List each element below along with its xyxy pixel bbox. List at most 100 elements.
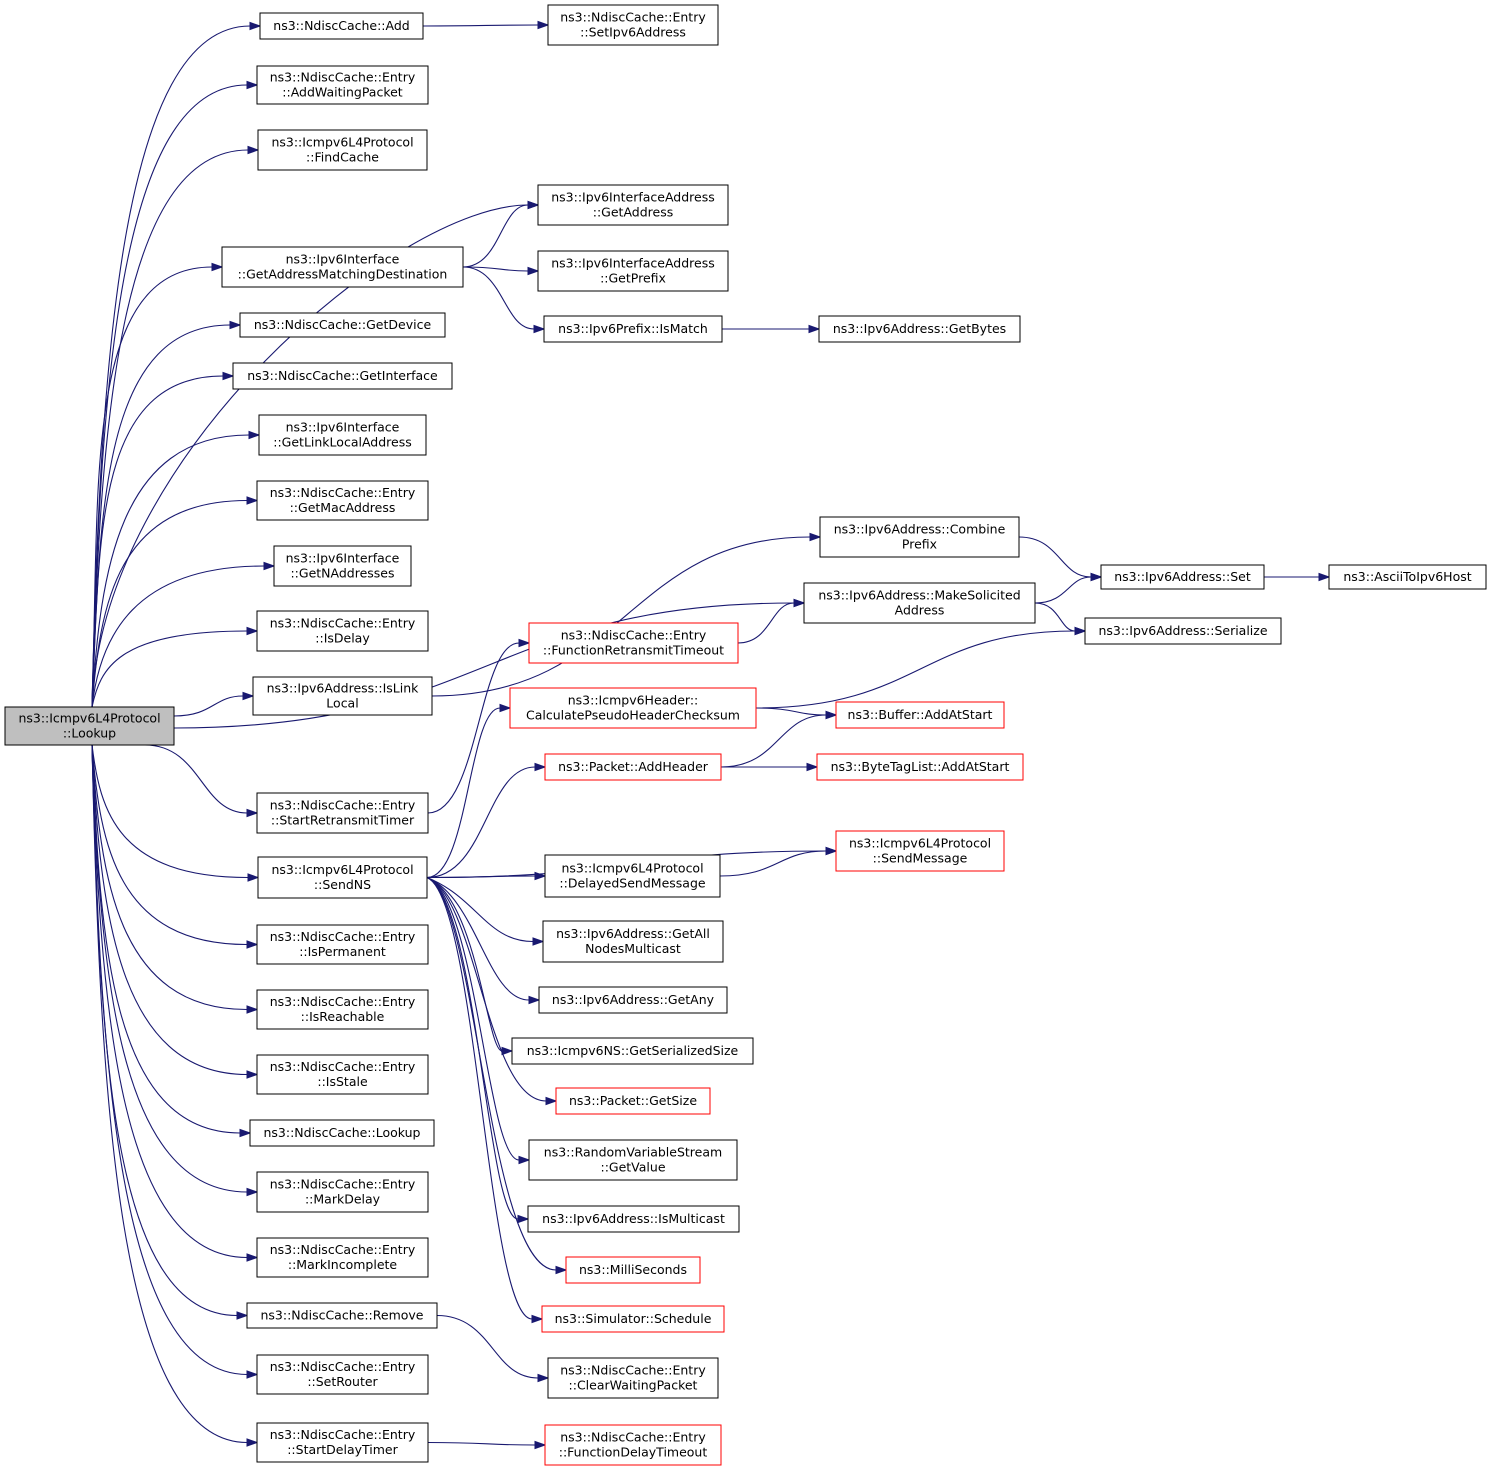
arrowhead-ndlookup <box>239 1128 252 1138</box>
node-clearwait[interactable]: ns3::NdiscCache::Entry::ClearWaitingPack… <box>547 1357 719 1399</box>
node-box-calcpseudo <box>509 687 757 729</box>
node-ispermanent[interactable]: ns3::NdiscCache::Entry::IsPermanent <box>256 924 429 965</box>
node-startdelay[interactable]: ns3::NdiscCache::Entry::StartDelayTimer <box>256 1422 429 1463</box>
arrowhead-startretrans <box>246 808 259 818</box>
edge-root-to-getdevice <box>91 324 231 708</box>
node-bufaddatstart[interactable]: ns3::Buffer::AddAtStart <box>835 701 1005 729</box>
node-markincomplete[interactable]: ns3::NdiscCache::Entry::MarkIncomplete <box>256 1237 429 1278</box>
node-delayedsend[interactable]: ns3::Icmpv6L4Protocol::DelayedSendMessag… <box>544 854 721 898</box>
node-box-getbytes <box>818 315 1021 343</box>
edge-sendns-to-schedule <box>426 876 533 1320</box>
node-bytetag[interactable]: ns3::ByteTagList::AddAtStart <box>816 753 1024 781</box>
arrowhead-clearwait <box>537 1373 550 1383</box>
node-findcache[interactable]: ns3::Icmpv6L4Protocol::FindCache <box>257 129 428 171</box>
node-isstale[interactable]: ns3::NdiscCache::Entry::IsStale <box>256 1054 429 1095</box>
node-label-setipv6-0: ns3::NdiscCache::Entry <box>560 10 706 25</box>
node-gamd[interactable]: ns3::Ipv6Interface::GetAddressMatchingDe… <box>221 246 464 288</box>
edge-sendns-to-milliseconds <box>426 876 557 1271</box>
node-set[interactable]: ns3::Ipv6Address::Set <box>1100 564 1265 590</box>
node-box-getmac <box>256 480 429 521</box>
node-getbytes[interactable]: ns3::Ipv6Address::GetBytes <box>818 315 1021 343</box>
node-markdelay[interactable]: ns3::NdiscCache::Entry::MarkDelay <box>256 1171 429 1213</box>
node-box-ismatch <box>543 315 723 343</box>
node-getvalue[interactable]: ns3::RandomVariableStream::GetValue <box>528 1139 738 1181</box>
node-label-root-0: ns3::Icmpv6L4Protocol <box>18 711 160 726</box>
node-getsersize[interactable]: ns3::Icmpv6NS::GetSerializedSize <box>511 1037 754 1065</box>
node-box-ascii <box>1328 564 1487 590</box>
node-ismulticast[interactable]: ns3::Ipv6Address::IsMulticast <box>527 1205 740 1233</box>
node-label-getinterface-0: ns3::NdiscCache::GetInterface <box>247 368 438 383</box>
node-setrouter[interactable]: ns3::NdiscCache::Entry::SetRouter <box>256 1354 429 1395</box>
node-getsize[interactable]: ns3::Packet::GetSize <box>555 1087 711 1115</box>
arrowhead-bytetag <box>806 762 819 772</box>
node-setipv6[interactable]: ns3::NdiscCache::Entry::SetIpv6Address <box>547 4 719 46</box>
node-funcretrans[interactable]: ns3::NdiscCache::Entry::FunctionRetransm… <box>528 622 739 664</box>
node-box-startretrans <box>256 792 429 834</box>
node-milliseconds[interactable]: ns3::MilliSeconds <box>565 1256 701 1284</box>
node-label-addheader-0: ns3::Packet::AddHeader <box>558 759 709 774</box>
arrowhead-calcpseudo <box>499 703 512 713</box>
edge-addheader-to-bufaddatstart <box>720 714 827 768</box>
edge-sendns-to-getany <box>426 876 530 1001</box>
node-getnaddr[interactable]: ns3::Ipv6Interface::GetNAddresses <box>273 545 412 587</box>
node-getinterface[interactable]: ns3::NdiscCache::GetInterface <box>232 362 453 390</box>
node-label-gamd-1: ::GetAddressMatchingDestination <box>238 267 448 282</box>
node-label-sendns-0: ns3::Icmpv6L4Protocol <box>271 862 413 877</box>
node-box-sendns <box>257 856 428 899</box>
edge-sendns-to-getsersize <box>426 876 503 1052</box>
node-box-ndlookup <box>249 1119 435 1147</box>
node-startretrans[interactable]: ns3::NdiscCache::Entry::StartRetransmitT… <box>256 792 429 834</box>
node-label-ismulticast-0: ns3::Ipv6Address::IsMulticast <box>542 1211 725 1226</box>
node-box-markdelay <box>256 1171 429 1213</box>
node-isdelay[interactable]: ns3::NdiscCache::Entry::IsDelay <box>256 610 429 652</box>
node-remove[interactable]: ns3::NdiscCache::Remove <box>246 1302 438 1329</box>
node-getmac[interactable]: ns3::NdiscCache::Entry::GetMacAddress <box>256 480 429 521</box>
arrowhead-gamd <box>211 262 224 272</box>
node-label-schedule-0: ns3::Simulator::Schedule <box>555 1311 712 1326</box>
edge-sendns-to-addheader <box>426 766 536 879</box>
node-label-getprefix-1: ::GetPrefix <box>600 271 666 286</box>
arrowhead-funcdelay <box>534 1440 547 1450</box>
edge-makesol-to-set <box>1034 576 1092 604</box>
node-ascii[interactable]: ns3::AsciiToIpv6Host <box>1328 564 1487 590</box>
node-label-bufaddatstart-0: ns3::Buffer::AddAtStart <box>848 707 993 722</box>
arrowhead-getbytes <box>808 324 821 334</box>
node-ndlookup[interactable]: ns3::NdiscCache::Lookup <box>249 1119 435 1147</box>
arrowhead-getdevice <box>229 320 242 330</box>
call-nodes: ns3::Icmpv6L4Protocol::Lookupns3::NdiscC… <box>4 4 1487 1466</box>
node-label-getany-0: ns3::Ipv6Address::GetAny <box>552 992 715 1007</box>
node-label-clearwait-0: ns3::NdiscCache::Entry <box>560 1363 706 1378</box>
node-box-getsize <box>555 1087 711 1115</box>
node-schedule[interactable]: ns3::Simulator::Schedule <box>541 1305 725 1333</box>
node-label-isdelay-1: ::IsDelay <box>315 631 370 646</box>
node-label-combine-0: ns3::Ipv6Address::Combine <box>834 522 1006 537</box>
node-ismatch[interactable]: ns3::Ipv6Prefix::IsMatch <box>543 315 723 343</box>
node-getany[interactable]: ns3::Ipv6Address::GetAny <box>538 986 728 1014</box>
node-serialize[interactable]: ns3::Ipv6Address::Serialize <box>1084 617 1282 645</box>
node-sendmsg[interactable]: ns3::Icmpv6L4Protocol::SendMessage <box>835 830 1005 872</box>
node-getdevice[interactable]: ns3::NdiscCache::GetDevice <box>239 312 446 338</box>
node-box-funcretrans <box>528 622 739 664</box>
node-label-isreachable-1: ::IsReachable <box>301 1009 385 1024</box>
node-isreachable[interactable]: ns3::NdiscCache::Entry::IsReachable <box>256 989 429 1030</box>
arrowhead-addheader <box>534 762 547 772</box>
node-getprefix[interactable]: ns3::Ipv6InterfaceAddress::GetPrefix <box>537 250 729 292</box>
edge-root-to-startdelay <box>91 744 248 1444</box>
node-getlinklocal[interactable]: ns3::Ipv6Interface::GetLinkLocalAddress <box>258 414 427 456</box>
node-sendns[interactable]: ns3::Icmpv6L4Protocol::SendNS <box>257 856 428 899</box>
node-label-root-1: ::Lookup <box>63 726 116 741</box>
arrowhead-getaddress <box>527 200 540 210</box>
node-getaddress[interactable]: ns3::Ipv6InterfaceAddress::GetAddress <box>537 184 729 226</box>
node-add[interactable]: ns3::NdiscCache::Add <box>259 12 424 40</box>
node-funcdelay[interactable]: ns3::NdiscCache::Entry::FunctionDelayTim… <box>544 1424 722 1466</box>
node-label-startdelay-1: ::StartDelayTimer <box>287 1442 398 1457</box>
node-calcpseudo[interactable]: ns3::Icmpv6Header::CalculatePseudoHeader… <box>509 687 757 729</box>
node-addheader[interactable]: ns3::Packet::AddHeader <box>544 753 722 781</box>
node-addwait[interactable]: ns3::NdiscCache::Entry::AddWaitingPacket <box>256 65 429 105</box>
edge-root-to-startretrans <box>144 744 248 814</box>
